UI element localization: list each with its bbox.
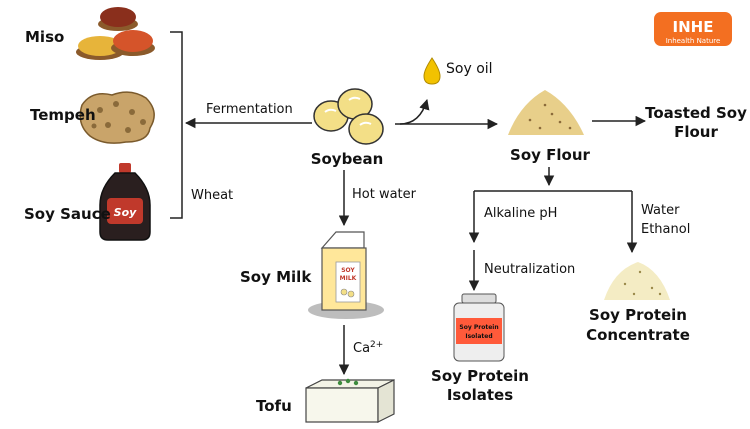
logo-tagline: Inhealth Nature bbox=[666, 37, 721, 45]
oil-drop-icon bbox=[423, 57, 441, 85]
jar-label-2: Isolated bbox=[465, 333, 492, 340]
calcium-charge: 2+ bbox=[370, 340, 383, 350]
carton-label-1: SOY bbox=[341, 267, 355, 274]
jar-label-1: Soy Protein bbox=[459, 324, 498, 331]
fermentation-label: Fermentation bbox=[206, 102, 293, 117]
tofu-block-illustration bbox=[305, 378, 395, 423]
ethanol-label: Ethanol bbox=[641, 222, 690, 237]
tofu-label: Tofu bbox=[256, 397, 292, 415]
logo-brand: INHE bbox=[673, 18, 714, 36]
calcium-label: Ca2+ bbox=[353, 340, 383, 356]
soybean-label: Soybean bbox=[311, 150, 384, 168]
concentrate-label-1: Soy Protein bbox=[589, 306, 687, 324]
soy-milk-label: Soy Milk bbox=[240, 268, 312, 286]
protein-concentrate-pile-illustration bbox=[604, 262, 670, 300]
alkaline-label: Alkaline pH bbox=[484, 206, 557, 221]
calcium-base: Ca bbox=[353, 341, 370, 356]
toasted-soy-flour-label-1: Toasted Soy bbox=[645, 104, 747, 122]
soy-sauce-label: Soy Sauce bbox=[24, 205, 111, 223]
hot-water-label: Hot water bbox=[352, 187, 417, 202]
products-bracket bbox=[170, 31, 183, 219]
soy-oil-label: Soy oil bbox=[446, 61, 493, 77]
soy-milk-carton-illustration: SOY MILK bbox=[308, 231, 384, 319]
neutralization-label: Neutralization bbox=[484, 262, 575, 277]
bottle-label-text: Soy bbox=[114, 206, 137, 219]
tempeh-illustration bbox=[79, 91, 155, 144]
soy-flour-label: Soy Flour bbox=[510, 146, 590, 164]
miso-bowls-illustration bbox=[76, 7, 155, 60]
wheat-label: Wheat bbox=[191, 188, 233, 203]
soybean-illustration bbox=[313, 88, 384, 145]
inhe-logo: INHE Inhealth Nature bbox=[654, 12, 732, 46]
isolates-label-2: Isolates bbox=[447, 386, 513, 404]
tempeh-label: Tempeh bbox=[30, 106, 96, 124]
protein-isolates-jar-illustration: Soy Protein Isolated bbox=[453, 293, 505, 362]
miso-label: Miso bbox=[25, 28, 64, 46]
soy-oil-arrow bbox=[399, 98, 430, 125]
carton-label-2: MILK bbox=[340, 275, 357, 282]
toasted-soy-flour-label-2: Flour bbox=[674, 123, 718, 141]
isolates-label-1: Soy Protein bbox=[431, 367, 529, 385]
water-label: Water bbox=[641, 203, 680, 218]
concentrate-label-2: Concentrate bbox=[586, 326, 690, 344]
logo-badge bbox=[654, 12, 732, 46]
soy-flour-pile-illustration bbox=[508, 90, 584, 135]
soy-sauce-bottle-illustration: Soy bbox=[99, 163, 151, 241]
